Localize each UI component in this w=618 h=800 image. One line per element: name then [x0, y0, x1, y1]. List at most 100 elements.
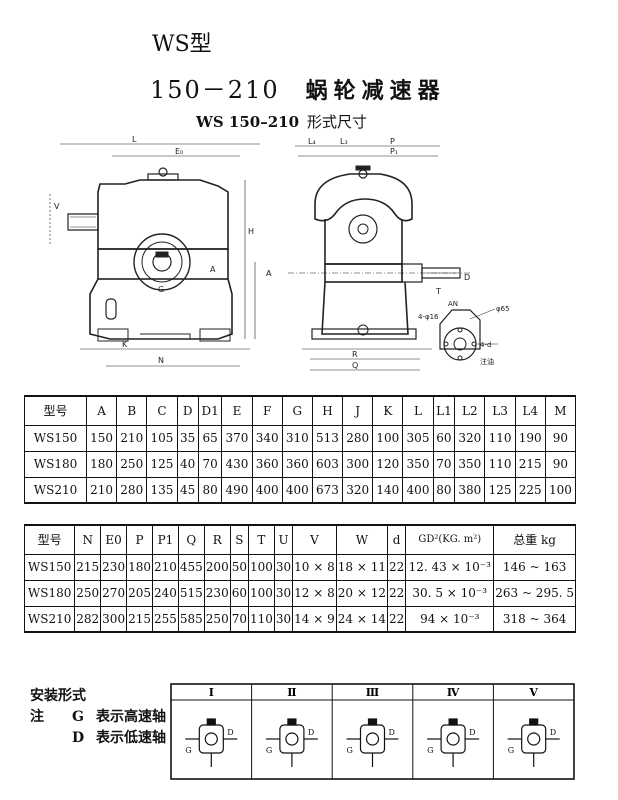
- table-cell: 100: [544, 476, 577, 504]
- dim-label-p1: P₁: [390, 147, 398, 156]
- series-title: WS型: [152, 32, 212, 57]
- table-cell: 100: [372, 424, 404, 452]
- table-cell: 100: [247, 579, 275, 607]
- table-cell: 263 ~ 295. 5: [493, 579, 576, 607]
- table-cell: WS180: [23, 579, 76, 607]
- table-header-cell: A: [85, 395, 118, 426]
- table-cell: 100: [247, 553, 275, 581]
- table-cell: 60: [432, 424, 456, 452]
- mount-form-3-icon: [346, 718, 399, 767]
- table-cell: 180: [85, 450, 118, 478]
- table-header-cell: R: [203, 524, 231, 555]
- table-header-cell: L2: [454, 395, 486, 426]
- table-header-cell: V: [292, 524, 337, 555]
- code-d: D: [72, 730, 85, 746]
- table-cell: WS210: [24, 476, 87, 504]
- table-cell: 230: [100, 553, 128, 581]
- table-header-row: 型号 N E0 P P1 Q R S T U V W d GD²(KG. m²)…: [23, 524, 576, 555]
- table-header-cell: L: [402, 395, 434, 426]
- table-cell: 125: [484, 476, 516, 504]
- table-header-cell: E0: [100, 524, 128, 555]
- table-cell: 300: [100, 605, 128, 633]
- flange-view-drawing: [439, 308, 498, 361]
- table-cell: 400: [402, 476, 434, 504]
- table-header-cell: B: [116, 395, 148, 426]
- table-cell: 210: [116, 424, 148, 452]
- shaft-label-d: D: [227, 728, 233, 737]
- table-cell: 45: [176, 476, 199, 504]
- table-header-cell: H: [311, 395, 344, 426]
- dim-label-k: K: [122, 340, 128, 349]
- mount-form-4-icon: [427, 718, 480, 767]
- table-cell: 146 ~ 163: [493, 553, 576, 581]
- table-cell: WS180: [24, 450, 87, 478]
- table-header-cell: F: [251, 395, 283, 426]
- table-cell: 205: [126, 579, 153, 607]
- code-g: G: [72, 709, 84, 725]
- dim-label-l: L: [132, 135, 137, 144]
- table-cell: 360: [281, 450, 313, 478]
- table-cell: 282: [74, 605, 102, 633]
- table-cell: 180: [126, 553, 153, 581]
- table-cell: 140: [372, 476, 404, 504]
- table-header-cell: 总重 kg: [493, 524, 576, 555]
- shaft-label-g: G: [427, 746, 433, 755]
- table-cell: 210: [151, 553, 179, 581]
- dim-label-n: N: [158, 356, 164, 365]
- table-cell: 430: [221, 450, 253, 478]
- dim-label-a-left: A: [210, 265, 216, 274]
- table-cell: 340: [251, 424, 283, 452]
- table-cell: 515: [177, 579, 205, 607]
- shaft-label-d: D: [308, 728, 314, 737]
- table-cell: 20 × 12: [335, 579, 389, 607]
- shaft-label-d: D: [389, 728, 395, 737]
- table-header-cell: W: [335, 524, 389, 555]
- table-cell: 350: [454, 450, 486, 478]
- size-range: 150－210: [150, 76, 280, 104]
- table-cell: 585: [177, 605, 205, 633]
- dim-label-e0: E₀: [175, 147, 183, 156]
- table-cell: 30: [273, 605, 294, 633]
- shaft-label-g: G: [266, 746, 272, 755]
- table-cell: 200: [203, 553, 231, 581]
- table-cell: 225: [514, 476, 546, 504]
- table-header-cell: L1: [432, 395, 456, 426]
- table-cell: 12. 43 × 10⁻³: [405, 553, 495, 581]
- table-header-cell: U: [273, 524, 294, 555]
- table-cell: 90: [544, 450, 577, 478]
- table-cell: 24 × 14: [335, 605, 389, 633]
- table-header-cell: D1: [197, 395, 223, 426]
- table-cell: 35: [176, 424, 199, 452]
- table-header-cell: L3: [484, 395, 516, 426]
- table-header-cell: N: [74, 524, 102, 555]
- dim-label-q: Q: [352, 361, 358, 370]
- table-cell: 70: [229, 605, 249, 633]
- side-view-drawing: [288, 145, 470, 371]
- table-cell: 513: [311, 424, 344, 452]
- table-header-cell: K: [372, 395, 404, 426]
- dim-label-g: G: [158, 285, 164, 294]
- table-header-cell: G: [281, 395, 313, 426]
- table-cell: 380: [454, 476, 486, 504]
- dimension-table-2: 型号 N E0 P P1 Q R S T U V W d GD²(KG. m²)…: [23, 524, 576, 633]
- table-header-cell: J: [342, 395, 374, 426]
- table-cell: 490: [221, 476, 253, 504]
- table-header-cell: P1: [151, 524, 179, 555]
- table-cell: 80: [432, 476, 456, 504]
- table-cell: 120: [372, 450, 404, 478]
- table-cell: 30. 5 × 10⁻³: [405, 579, 495, 607]
- table-cell: 230: [203, 579, 231, 607]
- shaft-label-g: G: [185, 746, 191, 755]
- table-cell: 215: [74, 553, 102, 581]
- table-cell: 12 × 8: [292, 579, 337, 607]
- table-header-cell: L4: [514, 395, 546, 426]
- table-cell: 215: [514, 450, 546, 478]
